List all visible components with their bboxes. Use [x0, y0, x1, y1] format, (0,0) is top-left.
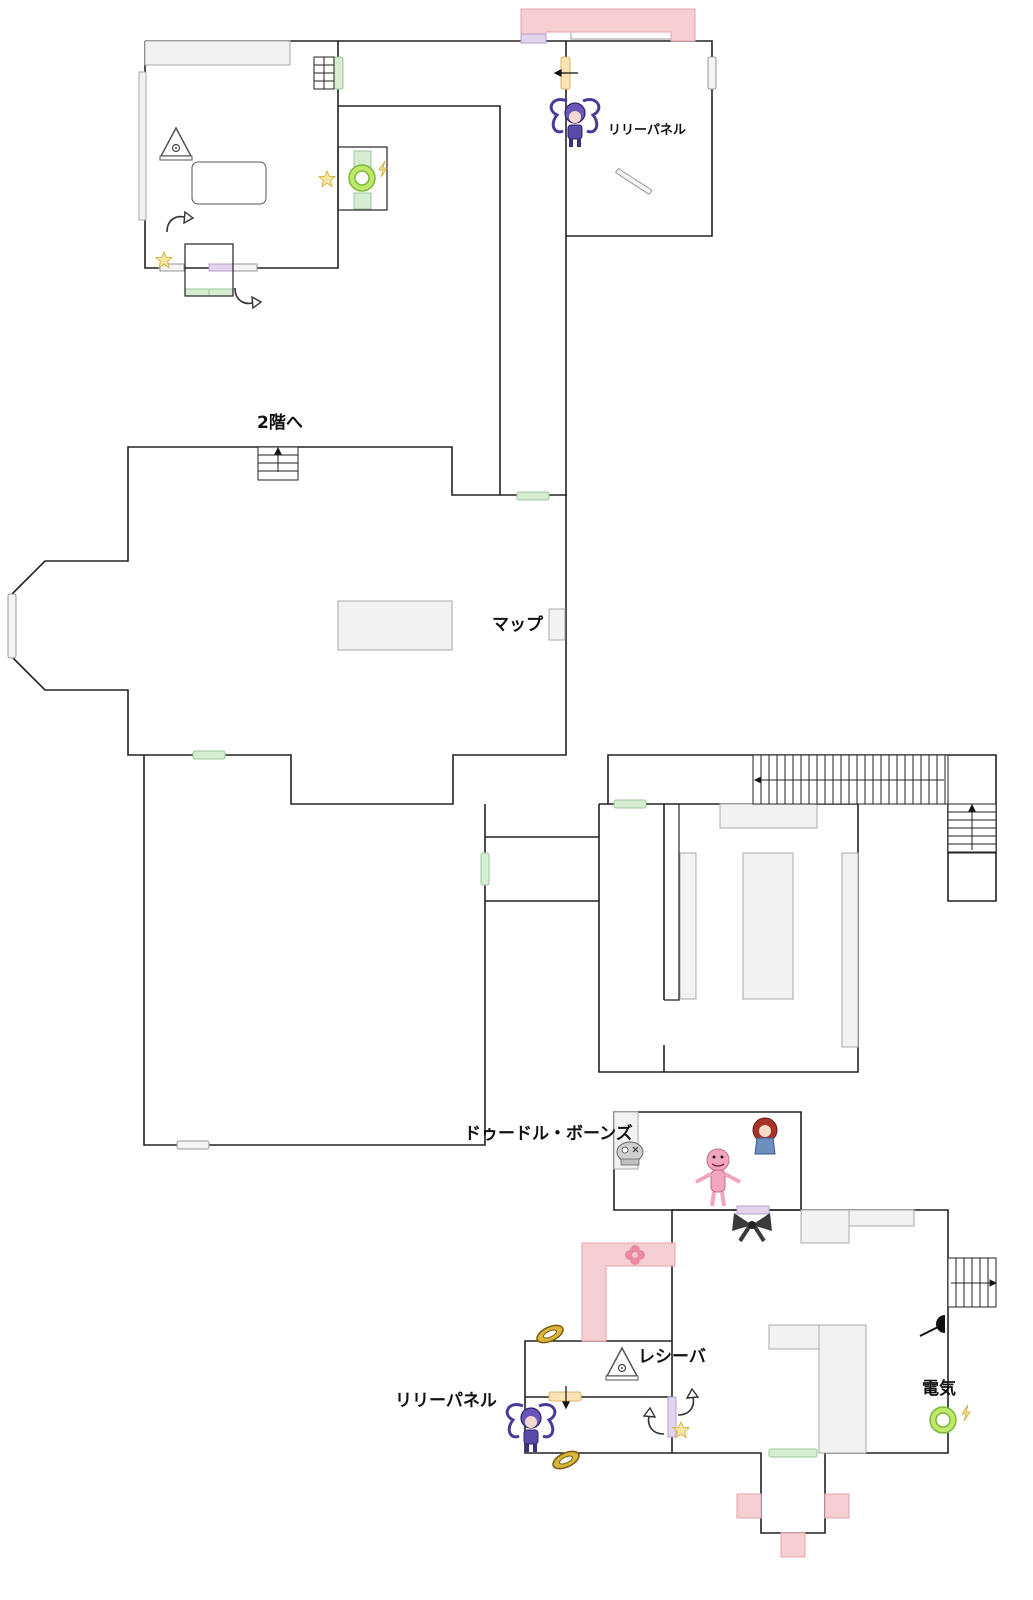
door[interactable]: [768, 1448, 818, 1458]
wall-corridor-top: [338, 105, 501, 495]
wall-lab-room: [144, 40, 713, 269]
stairs-ticks: [955, 1258, 989, 1307]
door[interactable]: [548, 1391, 582, 1402]
electricity-label: 電気: [922, 1378, 956, 1399]
wall-classroom: [598, 803, 859, 1073]
star-icon[interactable]: [318, 170, 336, 188]
door[interactable]: [232, 263, 258, 272]
lily-panel-label-bottom: リリーパネル: [395, 1391, 497, 1411]
wall-main-hall: [9, 446, 567, 805]
door[interactable]: [333, 56, 344, 90]
classroom-right-shelf: [841, 852, 859, 1048]
pillar: [614, 167, 653, 196]
lightning-icon: [961, 1404, 971, 1422]
door[interactable]: [480, 852, 490, 886]
poppy-doll-icon: [752, 1117, 778, 1155]
bottom-counter-1: [800, 1209, 850, 1244]
stairs-ticks: [760, 755, 946, 804]
doors-yellow: [548, 56, 582, 1402]
to-2f-label: 2階へ: [257, 413, 303, 433]
lily-character-icon: [549, 98, 601, 149]
door[interactable]: [667, 1396, 677, 1438]
doodle-bones-icon: [616, 1141, 644, 1166]
doors-gray: [7, 56, 717, 1150]
door[interactable]: [176, 1140, 210, 1150]
rotate-arrow-icon: [166, 211, 194, 233]
door[interactable]: [736, 1205, 770, 1215]
lab-bed: [191, 161, 267, 205]
stairs-icon[interactable]: [257, 446, 299, 481]
warning-triangle-icon: [605, 1347, 639, 1381]
wall-large-room: [143, 755, 486, 1146]
lightning-icon: [378, 160, 388, 178]
pink-square-right: [824, 1493, 850, 1519]
map-label: マップ: [492, 614, 544, 635]
door[interactable]: [613, 799, 647, 809]
stairs-icon[interactable]: [752, 754, 949, 805]
door[interactable]: [208, 263, 234, 272]
furniture: [138, 31, 915, 1454]
classroom-frame: [664, 804, 680, 1001]
power-node-icon[interactable]: [348, 164, 376, 192]
handprint-icon[interactable]: [919, 1315, 945, 1337]
stairs-ticks: [948, 811, 996, 853]
lily-panel-label-top: リリーパネル: [608, 123, 686, 138]
map-panel: [548, 608, 566, 641]
warning-triangle-icon: [159, 127, 193, 161]
huggy-wuggy-icon: [695, 1148, 741, 1207]
hall-table: [337, 600, 453, 651]
grab-hand-icon: [552, 1450, 580, 1470]
door[interactable]: [516, 491, 550, 501]
pink-square-left: [736, 1493, 762, 1519]
power-node-icon[interactable]: [929, 1406, 957, 1434]
door[interactable]: [192, 750, 226, 760]
doors-purple: [208, 33, 770, 1438]
door[interactable]: [184, 288, 210, 297]
doodle-bones-label: ドゥードル・ボーンズ: [464, 1123, 633, 1144]
lily-character-icon: [505, 1403, 557, 1454]
lily-room-shelf: [570, 31, 672, 40]
receiver-label: レシーバ: [638, 1347, 706, 1367]
bottom-counter-3: [768, 1324, 820, 1350]
lab-side-panel: [138, 71, 147, 221]
lab-small-room: [184, 243, 234, 297]
rotate-arrow-icon: [643, 1407, 665, 1435]
rotate-arrow-icon: [234, 287, 262, 309]
lab-shelf: [144, 40, 291, 66]
pink-block-bottom: [581, 1242, 676, 1342]
grab-hand-icon: [536, 1324, 564, 1344]
door[interactable]: [353, 192, 372, 210]
pink-blocks: [520, 8, 850, 1558]
labels: リリーパネル 2階へ マップ ドゥードル・ボーンズ レシーバ リリーパネル 電気: [257, 123, 956, 1411]
door[interactable]: [7, 593, 17, 659]
wall-east-corridor: [485, 836, 599, 902]
door-arrows: [320, 69, 578, 1410]
door[interactable]: [520, 33, 547, 44]
doors-green: [184, 56, 818, 1458]
stairs-icon[interactable]: [313, 56, 335, 90]
door[interactable]: [707, 56, 717, 90]
classroom-desk: [742, 852, 794, 1000]
classroom-left-shelf: [679, 852, 697, 1000]
pink-square-bottom: [780, 1532, 806, 1558]
classroom-board: [719, 803, 818, 829]
bottom-counter-2: [848, 1209, 915, 1227]
bow-icon: [732, 1213, 772, 1243]
rotate-arrow-icon: [677, 1388, 699, 1416]
flower-icon: [625, 1245, 645, 1265]
door[interactable]: [208, 288, 234, 297]
power-room-top: [337, 146, 388, 211]
bottom-counter-4: [818, 1324, 867, 1454]
